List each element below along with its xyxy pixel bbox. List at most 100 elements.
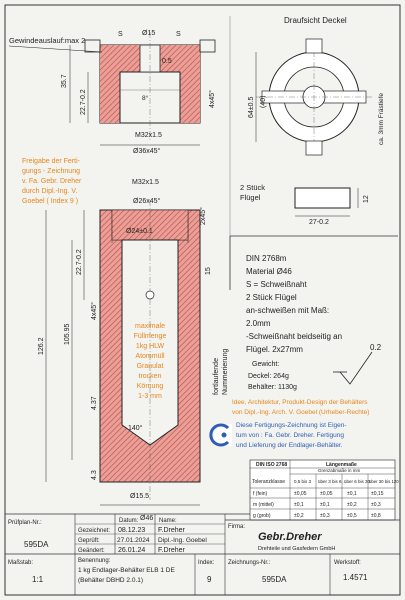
tol-row-g-v1: ±0,2: [294, 513, 304, 519]
chamfer-26-label: Ø26x45°: [133, 197, 161, 205]
dia-36-label: Ø36x45°: [133, 147, 161, 155]
top-view-drawing: [256, 38, 372, 156]
firma-label: Firma:: [228, 524, 245, 530]
lid-wing-right: [199, 39, 216, 53]
top-view-title: Draufsicht Deckel: [284, 16, 347, 25]
gezeichnet-name: F.Dreher: [158, 527, 186, 534]
tol-row-m-v3: ±0,2: [347, 502, 357, 508]
name-label: Name:: [159, 518, 177, 524]
benennung-line-2: (Behälter DBHD 2.0.1): [78, 577, 143, 584]
geaendert-name: F.Dreher: [158, 547, 186, 554]
tol-range-3: über 6 bis 30: [344, 479, 371, 484]
tol-row-m-v2: ±0,1: [320, 502, 330, 508]
company-subtitle: Drehteile und Gasfedern GmbH: [258, 546, 335, 552]
thread-m32-bottom: M32x1.5: [132, 179, 159, 186]
wings-label-1: 2 Stück: [240, 183, 265, 192]
tol-row-g-v3: ±0,5: [347, 513, 357, 519]
fill-note-line-1: maximale: [135, 323, 165, 330]
pruefplan-label: Prüfplan-Nr.:: [8, 520, 42, 526]
release-note-line-1: Freigabe der Ferti-: [22, 158, 81, 165]
release-note-line-3: v. Fa. Gebr. Dreher: [22, 178, 82, 185]
tol-class-label: Toleranzklasse: [252, 479, 285, 485]
chamfer-2x45: 2x45°: [199, 207, 207, 225]
idea-note-line-1: Idee, Architektur, Produkt-Design der Be…: [232, 399, 368, 406]
dim-22-7-top: 22.7-0.2: [80, 89, 87, 115]
dim-105-95: 105.95: [64, 323, 71, 345]
dim-35-7: 35.7: [61, 74, 68, 88]
material-note-4: 2 Stück Flügel: [246, 293, 297, 302]
ownership-note-line-2: tum von : Fa. Gebr. Dreher. Fertigung: [236, 432, 344, 439]
dia-15-label: Ø15: [142, 30, 155, 37]
zeichnung-label: Zeichnungs-Nr.:: [228, 560, 271, 566]
index-label: Index:: [198, 560, 215, 566]
ownership-note-line-3: und Lieferung der Endlager-Behälter.: [236, 442, 343, 449]
roughness-value: 0.2: [370, 343, 382, 352]
tol-row-m-v1: ±0,1: [294, 502, 304, 508]
fill-note-line-2: Füllmenge: [134, 333, 167, 340]
fill-note-line-8: 1-3 mm: [138, 393, 162, 400]
ownership-note-line-1: Diese Fertigungs-Zeichnung ist Eigen-: [236, 422, 347, 429]
tol-row-f-name: f (fein): [253, 491, 268, 497]
company-logo-text: Gebr.Dreher: [258, 531, 322, 543]
keyway-depth-note: ca. 3mm Frästiefe: [378, 93, 385, 145]
pruefplan-value: 595DA: [24, 540, 49, 549]
thread-runout-label: Gewindeauslauf:max 2: [9, 36, 85, 45]
dia-24-label: Ø24±0.1: [126, 228, 153, 235]
tol-row-m-v4: ±0,3: [371, 502, 381, 508]
dia-15-5-label: Ø15.5: [130, 493, 149, 500]
tol-row-g-name: g (grob): [253, 513, 271, 519]
material-note-5: an-schweißen mit Maß:: [246, 306, 329, 315]
werkstoff-label: Werkstoff:: [334, 560, 361, 566]
fill-note-line-7: Körnung: [137, 383, 164, 390]
tol-header-limits: Grenzabmaße in mm: [318, 468, 361, 473]
idea-note-line-2: von Dipl.-Ing. Arch. V. Goebel (Urheber-…: [232, 409, 369, 416]
tol-range-1: 0,5 bis 3: [294, 479, 312, 484]
numbering-line-1: fortlaufende: [213, 358, 220, 395]
tol-range-4: über 30 bis 120: [369, 479, 399, 484]
dim-22-7-bottom: 22.7-0.2: [76, 249, 83, 275]
material-note-6: 2.0mm: [246, 319, 271, 328]
weight-container: Behälter: 1130g: [248, 384, 297, 391]
release-note-line-5: Goebel ( Index 9 ): [22, 198, 78, 205]
numbering-line-2: Nummerierung: [222, 349, 229, 395]
surface-roughness-symbol: [333, 351, 373, 385]
dia-46-label: Ø46: [140, 515, 153, 522]
dim-64: 64±0.5: [248, 97, 255, 118]
tol-row-m-name: m (mittel): [253, 502, 274, 508]
gezeichnet-label: Gezeichnet:: [78, 528, 110, 534]
wings-label-2: Flügel: [240, 193, 261, 202]
material-note-2: Material Ø46: [246, 267, 292, 276]
dreher-logo-icon: [209, 423, 232, 447]
angle-8: 8°: [142, 94, 149, 102]
zeichnung-value: 595DA: [262, 575, 287, 584]
tol-header-iso: DIN ISO 2768: [256, 462, 287, 468]
wing-part-drawing: [294, 187, 351, 209]
dim-4-3: 4.3: [91, 470, 98, 480]
geaendert-label: Geändert:: [78, 548, 105, 554]
weld-s-right: S: [176, 31, 181, 38]
geprueft-label: Geprüft:: [78, 538, 100, 544]
geaendert-date: 26.01.24: [118, 547, 145, 554]
datum-label: Datum:: [119, 518, 139, 524]
tol-row-g-v2: ±0,3: [320, 513, 330, 519]
dim-126-2: 126.2: [38, 337, 45, 355]
release-note-line-4: durch Dipl.-Ing. V.: [22, 188, 77, 195]
tol-row-f-v4: ±0,15: [371, 491, 384, 497]
chamfer-4x45-bottom: 4x45°: [90, 302, 98, 320]
tol-row-f-v2: ±0,05: [320, 491, 333, 497]
benennung-label: Benennung:: [78, 558, 111, 564]
massstab-value: 1:1: [32, 575, 44, 584]
thread-m32-top: M32x1.5: [135, 132, 162, 139]
tol-row-f-v3: ±0,1: [347, 491, 357, 497]
werkstoff-value: 1.4571: [343, 573, 368, 582]
material-note-7: -Schweißnaht beidseitig an: [246, 332, 342, 341]
outer-frame: [4, 4, 401, 596]
tol-row-g-v4: ±0,8: [371, 513, 381, 519]
geprueft-name: Dipl.-Ing. Goebel: [158, 537, 207, 544]
lid-section-view: [84, 32, 216, 140]
fill-note-line-5: Granulat: [137, 363, 164, 370]
wing-dim-12: 12: [363, 195, 370, 203]
chamfer-4x45-top: 4x45°: [208, 90, 216, 108]
gezeichnet-date: 08.12.23: [118, 527, 145, 534]
